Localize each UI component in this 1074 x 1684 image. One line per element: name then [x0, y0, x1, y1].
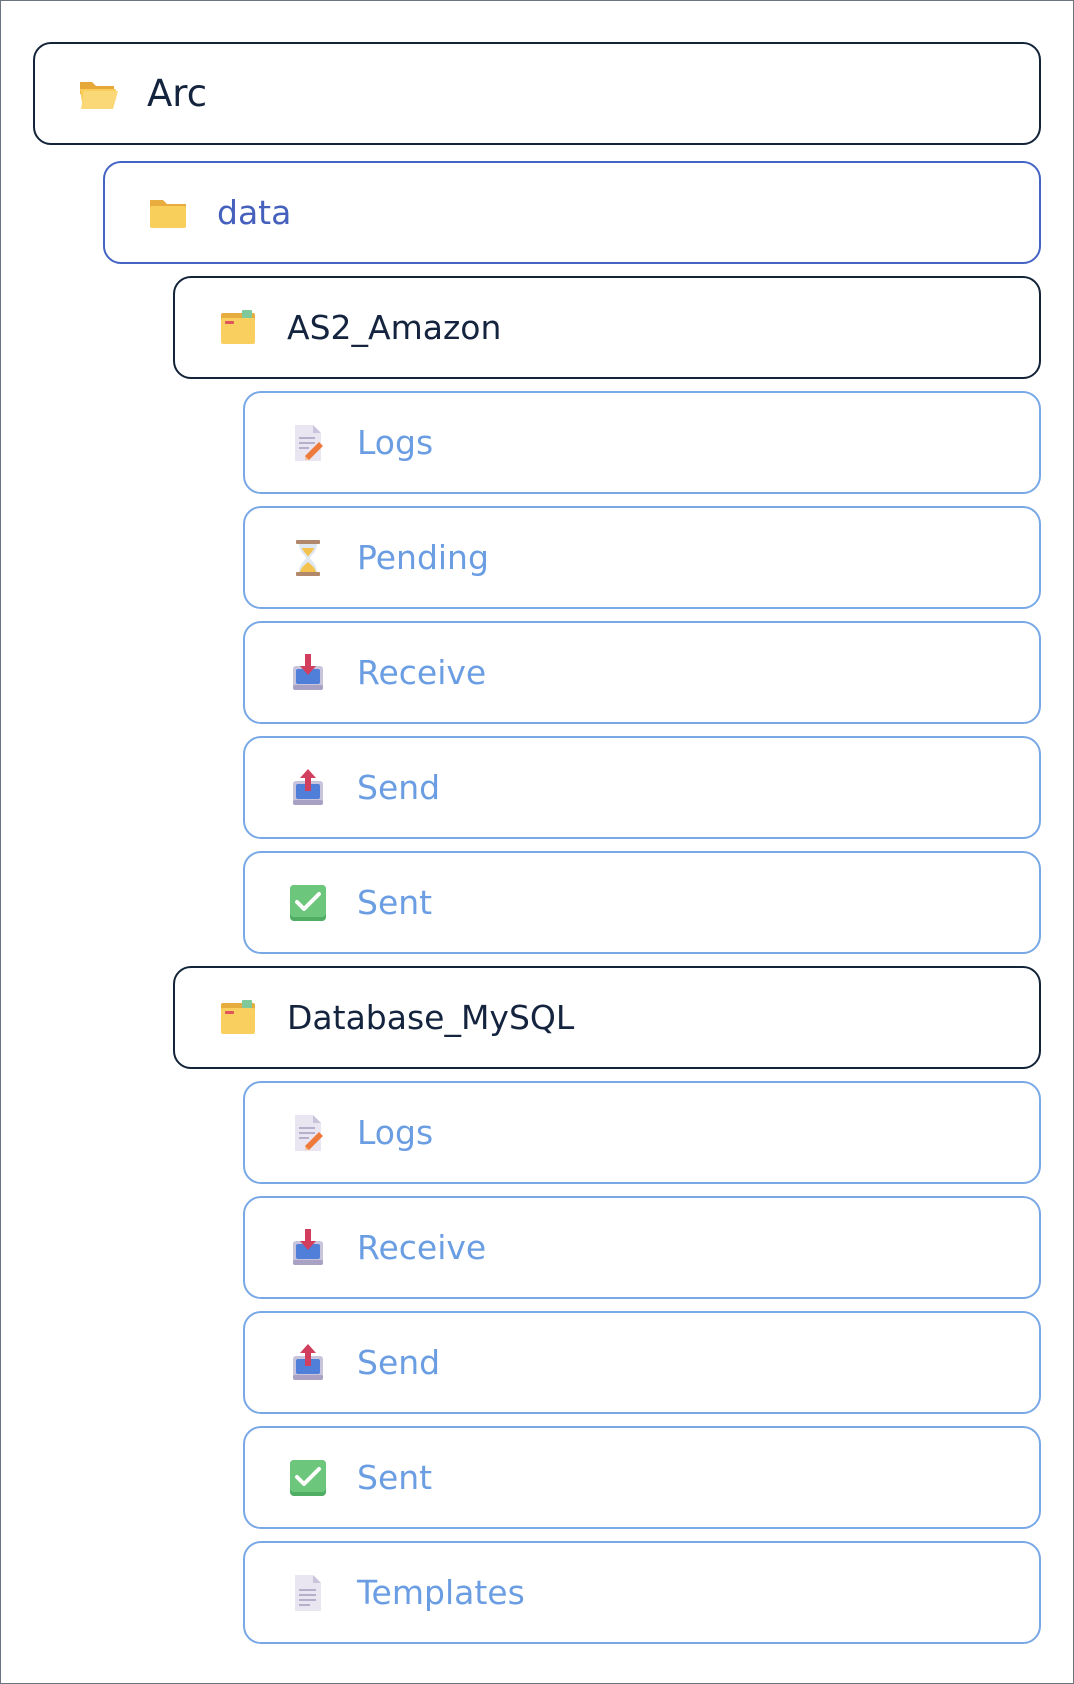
- tree-node-label: Database_MySQL: [287, 998, 575, 1037]
- tree-node-as2-receive[interactable]: Receive: [243, 621, 1041, 724]
- outbox-send-icon: [287, 767, 329, 809]
- tree-node-label: Send: [357, 768, 441, 807]
- tree-node-label: Arc: [147, 72, 208, 115]
- tree-node-db-logs[interactable]: Logs: [243, 1081, 1041, 1184]
- tree-node-label: Receive: [357, 653, 487, 692]
- tree-node-label: AS2_Amazon: [287, 308, 502, 347]
- tree-node-as2-logs[interactable]: Logs: [243, 391, 1041, 494]
- log-document-icon: [287, 1112, 329, 1154]
- check-mark-icon: [287, 882, 329, 924]
- tree-node-database-mysql[interactable]: Database_MySQL: [173, 966, 1041, 1069]
- tree-node-label: data: [217, 193, 292, 232]
- tree-node-data[interactable]: data: [103, 161, 1041, 264]
- tree-node-db-receive[interactable]: Receive: [243, 1196, 1041, 1299]
- inbox-receive-icon: [287, 1227, 329, 1269]
- outbox-send-icon: [287, 1342, 329, 1384]
- tree-node-as2-send[interactable]: Send: [243, 736, 1041, 839]
- tree-node-as2-amazon[interactable]: AS2_Amazon: [173, 276, 1041, 379]
- tree-node-label: Logs: [357, 1113, 434, 1152]
- tree-node-as2-sent[interactable]: Sent: [243, 851, 1041, 954]
- file-folder-icon: [217, 997, 259, 1039]
- tree-node-db-send[interactable]: Send: [243, 1311, 1041, 1414]
- check-mark-icon: [287, 1457, 329, 1499]
- open-folder-icon: [77, 73, 119, 115]
- tree-node-arc[interactable]: Arc: [33, 42, 1041, 145]
- tree-node-db-sent[interactable]: Sent: [243, 1426, 1041, 1529]
- file-folder-icon: [217, 307, 259, 349]
- tree-node-label: Logs: [357, 423, 434, 462]
- document-icon: [287, 1572, 329, 1614]
- tree-node-label: Templates: [357, 1573, 525, 1612]
- tree-node-db-templates[interactable]: Templates: [243, 1541, 1041, 1644]
- inbox-receive-icon: [287, 652, 329, 694]
- log-document-icon: [287, 422, 329, 464]
- tree-node-label: Sent: [357, 1458, 433, 1497]
- tree-node-label: Send: [357, 1343, 441, 1382]
- hourglass-icon: [287, 537, 329, 579]
- tree-node-label: Pending: [357, 538, 489, 577]
- tree-node-label: Receive: [357, 1228, 487, 1267]
- tree-node-label: Sent: [357, 883, 433, 922]
- tree-node-as2-pending[interactable]: Pending: [243, 506, 1041, 609]
- folder-icon: [147, 192, 189, 234]
